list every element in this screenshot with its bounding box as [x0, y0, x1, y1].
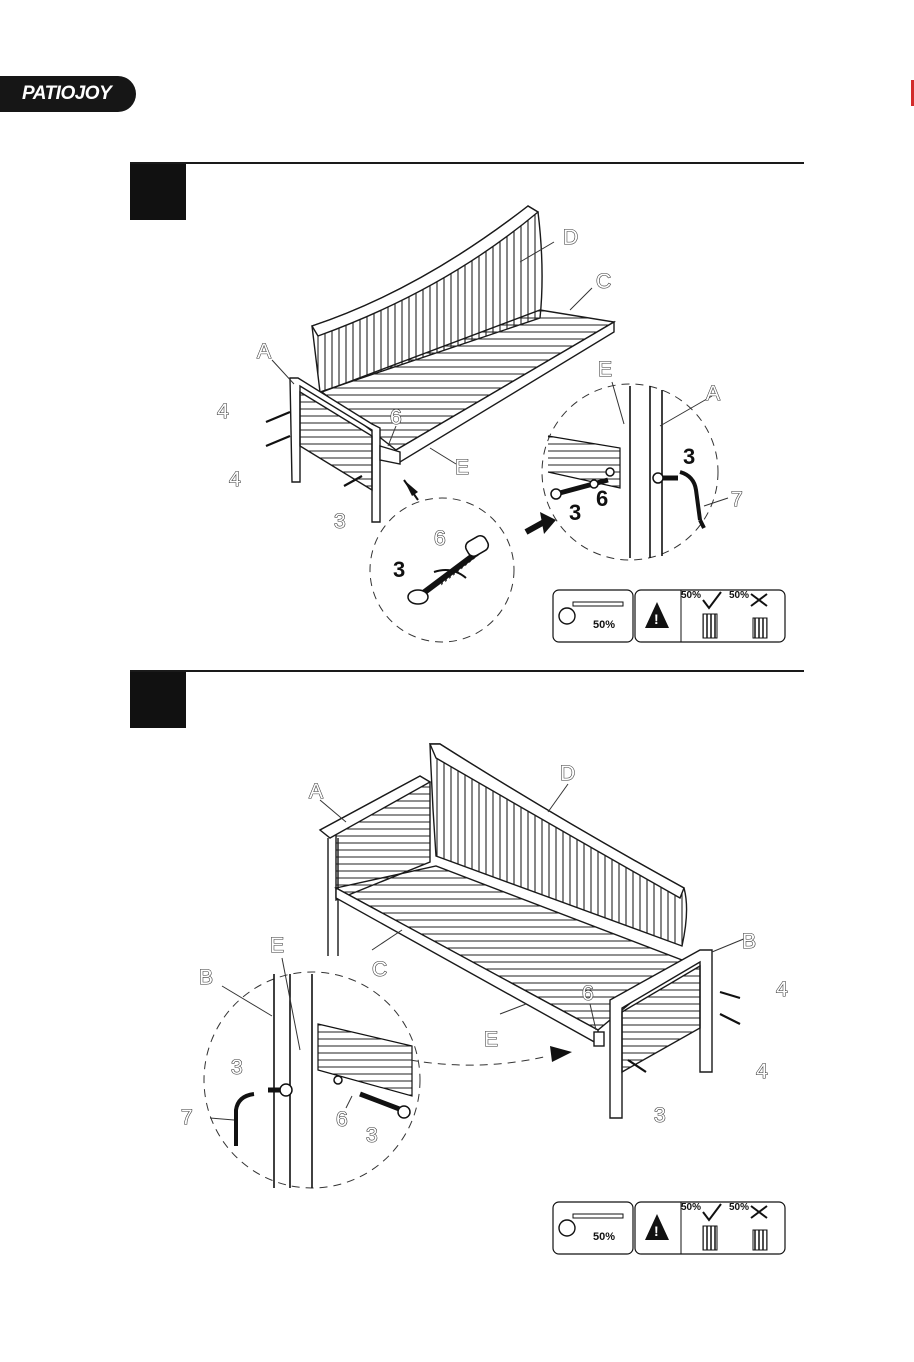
hint-panel-2: 50% ! 50% 50%	[553, 1202, 785, 1254]
zoom-label-6-nut: 6	[596, 486, 608, 511]
zoom-label-3-bolt: 3	[569, 500, 581, 525]
svg-text:6: 6	[582, 982, 594, 1005]
svg-text:!: !	[654, 1223, 659, 1239]
zoom-label-3: 3	[393, 557, 405, 582]
hint-panel-1: 50% ! 50% 50%	[553, 590, 785, 642]
part-label-c-1: C	[596, 270, 611, 293]
svg-text:7: 7	[731, 488, 743, 511]
svg-text:3: 3	[393, 557, 405, 582]
zoom2-label-7: 7	[181, 1106, 193, 1129]
zoom-link-2-head	[550, 1046, 572, 1062]
svg-text:4: 4	[217, 400, 229, 423]
svg-text:C: C	[372, 958, 387, 981]
part-label-e-2: E	[484, 1028, 498, 1051]
part-label-4-2: 4	[229, 468, 241, 491]
svg-text:7: 7	[181, 1106, 193, 1129]
svg-text:3: 3	[334, 510, 346, 533]
svg-text:E: E	[455, 456, 469, 479]
svg-text:3: 3	[654, 1104, 666, 1127]
svg-text:6: 6	[336, 1108, 348, 1131]
part-label-3-1: 3	[334, 510, 346, 533]
part-label-6-2: 6	[582, 982, 594, 1005]
svg-text:50%: 50%	[681, 590, 701, 601]
svg-text:A: A	[706, 382, 720, 405]
zoom-pointer-1-head	[404, 480, 418, 496]
zoom-label-3-hex: 3	[683, 444, 695, 469]
part-label-d-2: D	[560, 762, 575, 785]
step-1-zoom-screw	[370, 498, 514, 642]
svg-text:C: C	[596, 270, 611, 293]
svg-text:B: B	[199, 966, 213, 989]
svg-text:4: 4	[776, 978, 788, 1001]
svg-text:B: B	[742, 930, 756, 953]
part-label-4-3: 4	[776, 978, 788, 1001]
svg-text:E: E	[484, 1028, 498, 1051]
svg-text:4: 4	[229, 468, 241, 491]
svg-text:E: E	[598, 358, 612, 381]
svg-text:50%: 50%	[729, 1202, 749, 1213]
part-label-c-2: C	[372, 958, 387, 981]
svg-text:3: 3	[231, 1056, 243, 1079]
svg-text:3: 3	[366, 1124, 378, 1147]
zoom2-label-3b: 3	[366, 1124, 378, 1147]
part-label-4-1: 4	[217, 400, 229, 423]
zoom2-label-3: 3	[231, 1056, 243, 1079]
svg-text:6: 6	[390, 406, 402, 429]
svg-text:6: 6	[596, 486, 608, 511]
part-label-e-1: E	[455, 456, 469, 479]
flow-arrow-1	[526, 522, 544, 532]
step-2-zoom-joint	[204, 972, 420, 1188]
svg-text:A: A	[309, 780, 323, 803]
svg-text:4: 4	[756, 1060, 768, 1083]
svg-text:D: D	[563, 226, 578, 249]
zoom-link-2	[410, 1056, 548, 1065]
part-label-6-1: 6	[390, 406, 402, 429]
part-label-a-1: A	[257, 340, 271, 363]
part-label-a-2: A	[309, 780, 323, 803]
zoom-label-e: E	[598, 358, 612, 381]
zoom2-label-6: 6	[336, 1108, 348, 1131]
svg-text:E: E	[270, 934, 284, 957]
svg-text:50%: 50%	[681, 1202, 701, 1213]
part-label-d-1: D	[563, 226, 578, 249]
part-label-3-2: 3	[654, 1104, 666, 1127]
zoom-label-7: 7	[731, 488, 743, 511]
zoom-label-6: 6	[434, 527, 446, 550]
part-label-b-1: B	[199, 966, 213, 989]
part-label-b-2: B	[742, 930, 756, 953]
svg-text:50%: 50%	[593, 619, 615, 631]
svg-text:3: 3	[569, 500, 581, 525]
zoom-label-a: A	[706, 382, 720, 405]
svg-text:3: 3	[683, 444, 695, 469]
part-label-4-4: 4	[756, 1060, 768, 1083]
svg-text:50%: 50%	[729, 590, 749, 601]
svg-text:50%: 50%	[593, 1231, 615, 1243]
svg-text:!: !	[654, 611, 659, 627]
part-label-e-3: E	[270, 934, 284, 957]
svg-text:6: 6	[434, 527, 446, 550]
svg-text:D: D	[560, 762, 575, 785]
step-1-zoom-joint	[542, 384, 718, 560]
svg-text:A: A	[257, 340, 271, 363]
